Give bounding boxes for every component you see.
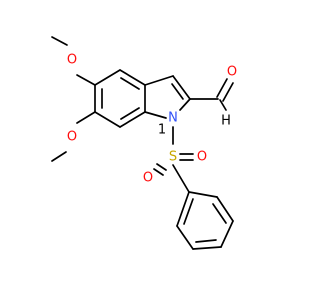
bond-c2-n1 [179, 98, 191, 111]
sulfonyl-sulfur-label: S [169, 150, 177, 165]
bond-o5-c5 [76, 74, 96, 86]
bond-c7a-c7 [119, 111, 146, 128]
bond-ph2-ph3 [216, 196, 234, 222]
molecule-structure-diagram: O O O H N 1 S O O [51, 36, 237, 250]
atom-label-layer: O O O H N 1 S O O [67, 53, 237, 186]
bond-ph5-ph6 [176, 225, 194, 250]
bond-o6-c6 [76, 111, 96, 124]
bond-c4-c3a [119, 69, 146, 86]
bond-layer [51, 36, 234, 250]
bond-cho-o-b [222, 82, 234, 102]
bond-c4-c3a-inner [120, 77, 140, 90]
bond-c3a-c3 [144, 75, 174, 86]
bond-cho-o-a [216, 78, 228, 98]
methoxy-oxygen-5-label: O [67, 53, 77, 68]
bond-c3-c2-inner [171, 83, 184, 100]
indole-nitrogen-label: N [168, 111, 178, 126]
bond-ph1-ph2 [188, 191, 218, 198]
bond-s-o-left-a [156, 163, 167, 171]
indole-nitrogen-locant-label: 1 [158, 123, 166, 138]
bond-methyl5-o5 [51, 36, 68, 46]
bond-ph4-ph5-inner [195, 239, 217, 243]
sulfonyl-oxygen-right-label: O [197, 150, 207, 165]
bond-n1-c7a [144, 111, 167, 119]
bond-ph6-ph1 [176, 191, 190, 227]
aldehyde-hydrogen-label: H [221, 114, 231, 129]
sulfonyl-oxygen-left-label: O [143, 171, 153, 186]
bond-c7-c6 [94, 111, 121, 128]
bond-methyl6-o6 [51, 151, 67, 162]
bond-ph3-ph4 [220, 220, 234, 248]
aldehyde-oxygen-label: O [227, 65, 237, 80]
bond-c7a-c7-inner [120, 107, 140, 120]
bond-s-o-left-b [153, 168, 164, 176]
bond-cho-h [219, 99, 227, 111]
bond-c5-c4 [94, 69, 121, 86]
bond-ph4-ph5 [192, 246, 222, 250]
bond-ph2-ph3-inner [212, 203, 227, 224]
bond-c3-c2 [172, 75, 191, 100]
bond-ph6-ph1-inner [183, 198, 194, 225]
methoxy-oxygen-6-label: O [67, 130, 77, 145]
bond-s-phenyl [172, 164, 190, 193]
